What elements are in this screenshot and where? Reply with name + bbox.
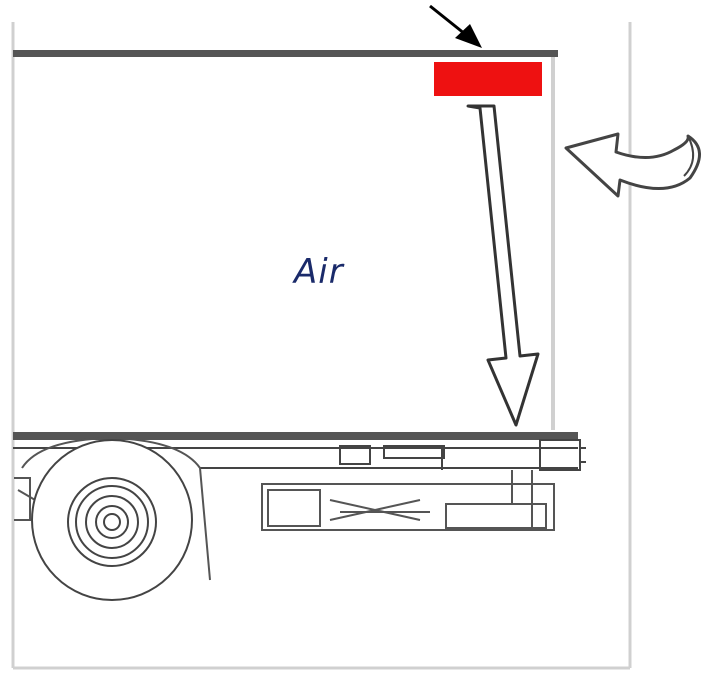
cargo-box-floor: [13, 432, 578, 440]
air-label: Air: [294, 252, 344, 292]
pointer-arrow: [429, 4, 482, 48]
recirculation-curved-arrow: [564, 132, 701, 198]
container-frame: [11, 22, 632, 670]
rear-wheel: [31, 439, 193, 601]
heater-unit: [434, 62, 542, 96]
underbody-mechanism: [261, 470, 555, 531]
cargo-box-roof: [13, 50, 558, 57]
airflow-down-arrow: [466, 104, 540, 427]
